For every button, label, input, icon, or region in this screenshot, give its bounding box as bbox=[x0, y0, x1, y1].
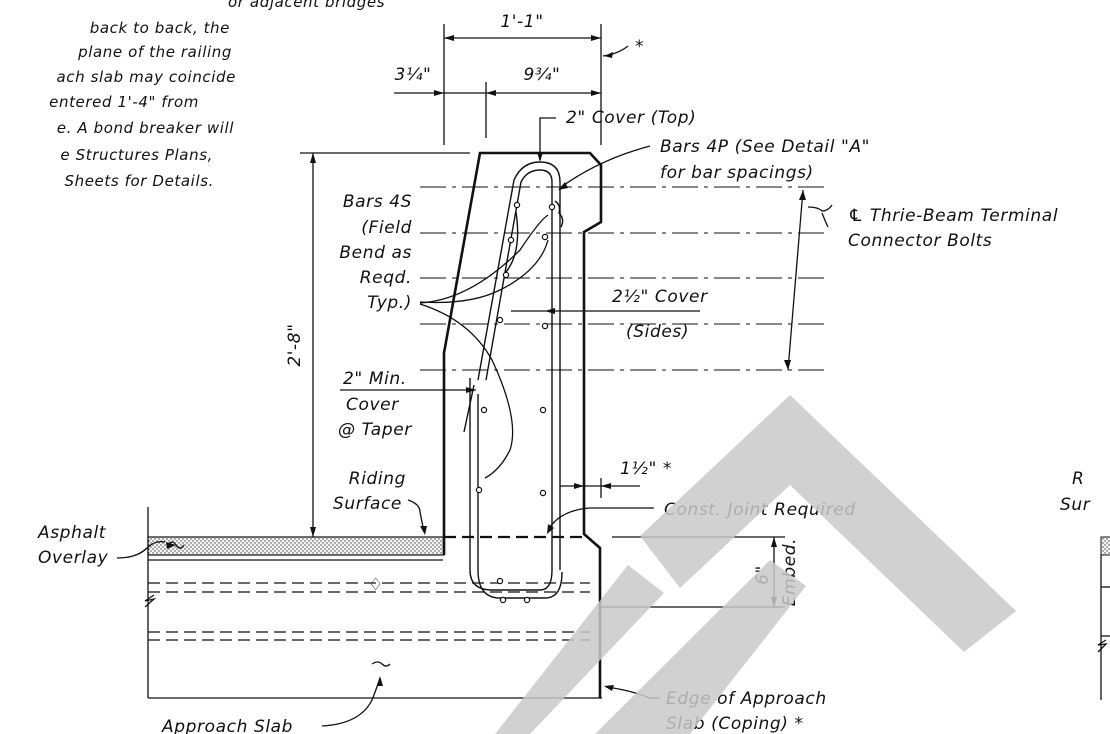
top-width-value: 1'-1" bbox=[500, 12, 543, 32]
edge-offset-value: 1½" * bbox=[620, 459, 672, 479]
note-line-6: e. A bond breaker will bbox=[57, 119, 234, 137]
riding-surface-line-2: Surface bbox=[333, 494, 402, 514]
note-line-7: e Structures Plans, bbox=[60, 146, 213, 164]
note-line-4: ach slab may coincide bbox=[57, 68, 237, 86]
bars-4s-line-1: Bars 4S bbox=[343, 192, 412, 212]
right-partial-line-2: Sur bbox=[1060, 495, 1091, 515]
left-offset-value: 3¼" bbox=[395, 65, 432, 85]
svg-text:♢: ♢ bbox=[368, 575, 384, 595]
min-cover-line-3: @ Taper bbox=[338, 420, 412, 440]
barrier-outline bbox=[442, 151, 603, 698]
right-offset-value: 9¾" bbox=[524, 65, 561, 85]
centerlines bbox=[420, 186, 830, 371]
note-line-3: plane of the railing bbox=[77, 43, 232, 61]
note-line-8: Sheets for Details. bbox=[64, 172, 214, 190]
side-cover-callout: 2½" Cover (Sides) bbox=[511, 287, 708, 342]
watermark bbox=[495, 395, 1016, 734]
height-value: 2'-8" bbox=[285, 323, 305, 366]
bars-4p-line-2: for bar spacings) bbox=[660, 163, 814, 183]
min-cover-line-2: Cover bbox=[346, 395, 399, 415]
riding-surface-callout: Riding Surface bbox=[333, 469, 427, 535]
thrie-beam-line-1: ℄ Thrie-Beam Terminal bbox=[848, 206, 1058, 226]
dim-height: 2'-8" bbox=[285, 152, 470, 537]
asphalt-line-1: Asphalt bbox=[37, 523, 107, 543]
asterisk-top: * bbox=[635, 37, 644, 57]
right-partial-line-1: R bbox=[1072, 469, 1084, 489]
thrie-beam-line-2: Connector Bolts bbox=[848, 231, 992, 251]
edge-offset-dim: 1½" * bbox=[560, 459, 672, 498]
note-line-2: back to back, the bbox=[90, 19, 230, 37]
bars-4s-line-5: Typ.) bbox=[367, 293, 412, 313]
dim-offsets: 3¼" 9¾" bbox=[394, 65, 601, 138]
riding-surface-line-1: Riding bbox=[349, 469, 406, 489]
right-partial-detail: R Sur bbox=[1060, 469, 1110, 700]
note-line-5: entered 1'-4" from bbox=[49, 93, 199, 111]
side-cover-note: (Sides) bbox=[626, 322, 689, 342]
dim-top-width: 1'-1" * bbox=[443, 12, 644, 145]
bars-4p-callout: Bars 4P (See Detail "A" for bar spacings… bbox=[558, 137, 870, 190]
bars-4s-callout: Bars 4S (Field Bend as Reqd. Typ.) bbox=[339, 192, 549, 479]
bars-4s-line-4: Reqd. bbox=[360, 268, 412, 288]
approach-slab-label: Approach Slab bbox=[161, 717, 293, 734]
bars-4p-line-1: Bars 4P (See Detail "A" bbox=[660, 137, 870, 157]
thrie-beam-callout: ℄ Thrie-Beam Terminal Connector Bolts bbox=[784, 189, 1058, 371]
note-line-1: or adjacent bridges bbox=[228, 0, 385, 11]
asphalt-overlay-callout: Asphalt Overlay bbox=[37, 523, 176, 568]
side-cover-value: 2½" Cover bbox=[612, 287, 708, 307]
bars-4s-line-2: (Field bbox=[361, 218, 412, 238]
cover-top-label: 2" Cover (Top) bbox=[566, 108, 696, 128]
cover-top-callout: 2" Cover (Top) bbox=[537, 108, 696, 162]
asphalt-line-2: Overlay bbox=[38, 548, 109, 568]
approach-slab bbox=[144, 507, 602, 699]
top-left-note: or adjacent bridges back to back, the pl… bbox=[49, 0, 385, 190]
bars-4s-line-3: Bend as bbox=[339, 243, 412, 263]
min-cover-callout: 2" Min. Cover @ Taper bbox=[338, 369, 476, 440]
min-cover-line-1: 2" Min. bbox=[343, 369, 407, 389]
approach-slab-callout: Approach Slab bbox=[161, 661, 391, 734]
